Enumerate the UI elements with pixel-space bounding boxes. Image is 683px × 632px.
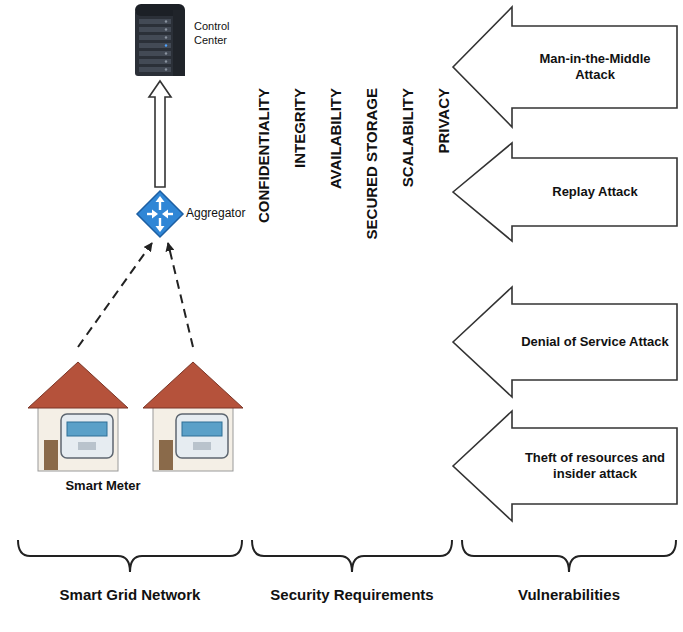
attack-arrow: Theft of resources and insider attack [452, 410, 678, 522]
label-text: Vulnerabilities [454, 586, 683, 605]
label-text: Security Requirements [237, 586, 467, 605]
label-text: Smart Grid Network [15, 586, 245, 605]
section-label: Smart Grid Network [15, 586, 245, 605]
arrow-outline [453, 287, 677, 397]
router-icon [137, 191, 183, 237]
label-text: SCALABILITY [399, 88, 418, 187]
node-shape [452, 410, 678, 522]
text-holder: Theft of resources and insider attack [520, 450, 670, 483]
text-holder: Aggregator [186, 206, 250, 221]
node-label: Control Center [194, 20, 246, 48]
attack-name: Man-in-the-Middle Attack [520, 51, 670, 84]
requirement-label: PRIVACY [435, 88, 454, 154]
node-label: Smart Meter [28, 478, 178, 494]
text-holder: Replay Attack [520, 184, 670, 200]
label-text: CONFIDENTIALITY [255, 88, 274, 223]
requirement-label: INTEGRITY [291, 88, 310, 168]
house-with-meter [28, 362, 128, 471]
aggregator-node: Aggregator [136, 190, 254, 240]
curly-brace [462, 540, 676, 572]
house-with-meter [143, 362, 243, 471]
requirement-label: SCALABILITY [399, 88, 418, 187]
control-center: Control Center [108, 4, 250, 78]
attack-arrow: Denial of Service Attack [452, 286, 678, 398]
section-label: Vulnerabilities [454, 586, 683, 605]
hollow-arrow [149, 81, 171, 187]
arrow-outline [453, 7, 677, 127]
text-holder: Smart Meter [28, 478, 178, 494]
node-label: Aggregator [186, 206, 250, 221]
requirement-label: SECURED STORAGE [363, 88, 382, 239]
attack-name: Replay Attack [520, 184, 670, 200]
node-shape [18, 350, 248, 500]
dashed-arrow [78, 243, 152, 347]
curly-brace [252, 540, 452, 572]
arrow-outline [453, 143, 677, 241]
label-text: PRIVACY [435, 88, 454, 154]
section-label: Security Requirements [237, 586, 467, 605]
node-shape [452, 6, 678, 128]
attack-name: Theft of resources and insider attack [520, 450, 670, 483]
text-holder: Man-in-the-Middle Attack [520, 51, 670, 84]
attack-arrow: Replay Attack [452, 142, 678, 242]
attack-name: Denial of Service Attack [520, 334, 670, 350]
curly-brace [18, 540, 242, 572]
dashed-arrow [168, 243, 193, 347]
attack-arrow: Man-in-the-Middle Attack [452, 6, 678, 128]
label-text: AVAILABILITY [327, 88, 346, 189]
arrow-outline [453, 411, 677, 521]
smart-meter-group: Smart Meter [18, 350, 248, 500]
requirement-label: AVAILABILITY [327, 88, 346, 189]
requirement-label: CONFIDENTIALITY [255, 88, 274, 223]
text-holder: Denial of Service Attack [520, 334, 670, 350]
server-icon [135, 4, 185, 76]
label-text: SECURED STORAGE [363, 88, 382, 239]
node-shape [108, 4, 250, 78]
label-text: INTEGRITY [291, 88, 310, 168]
text-holder: Control Center [194, 20, 246, 48]
